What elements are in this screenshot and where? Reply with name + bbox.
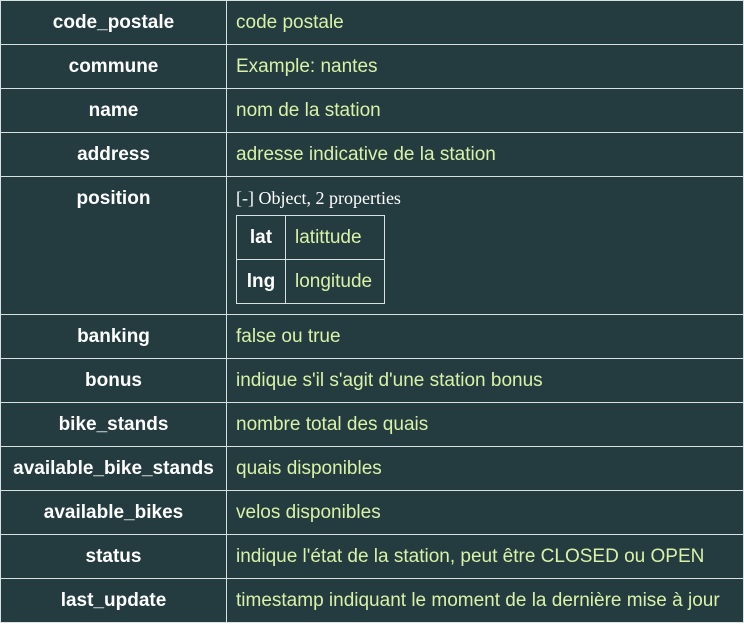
field-description: code postale bbox=[226, 0, 744, 45]
field-key: name bbox=[0, 88, 227, 133]
field-key: available_bikes bbox=[0, 490, 227, 535]
field-key: last_update bbox=[0, 578, 227, 623]
table-row: commune Example: nantes bbox=[0, 44, 744, 89]
table-row: bonus indique s'il s'agit d'une station … bbox=[0, 358, 744, 403]
table-row: address adresse indicative de la station bbox=[0, 132, 744, 177]
property-key: lat bbox=[236, 215, 286, 260]
field-description: nombre total des quais bbox=[226, 402, 744, 447]
field-key: banking bbox=[0, 314, 227, 359]
table-row: available_bikes velos disponibles bbox=[0, 490, 744, 535]
position-object-cell: [-] Object, 2 properties lat latittude l… bbox=[226, 176, 744, 315]
field-key: position bbox=[0, 176, 227, 315]
object-collapse-toggle[interactable]: [-] Object, 2 properties bbox=[236, 188, 401, 208]
field-description: indique l'état de la station, peut être … bbox=[226, 534, 744, 579]
field-description: adresse indicative de la station bbox=[226, 132, 744, 177]
field-key: available_bike_stands bbox=[0, 446, 227, 491]
property-description: longitude bbox=[285, 259, 385, 304]
field-description: timestamp indiquant le moment de la dern… bbox=[226, 578, 744, 623]
field-key: status bbox=[0, 534, 227, 579]
field-description: velos disponibles bbox=[226, 490, 744, 535]
position-properties-table: lat latittude lng longitude bbox=[236, 215, 385, 304]
field-description: nom de la station bbox=[226, 88, 744, 133]
table-row: lng longitude bbox=[236, 259, 385, 304]
field-key: commune bbox=[0, 44, 227, 89]
table-row: available_bike_stands quais disponibles bbox=[0, 446, 744, 491]
table-row: last_update timestamp indiquant le momen… bbox=[0, 578, 744, 623]
table-row: name nom de la station bbox=[0, 88, 744, 133]
table-row: lat latittude bbox=[236, 215, 385, 260]
table-row: status indique l'état de la station, peu… bbox=[0, 534, 744, 579]
field-key: code_postale bbox=[0, 0, 227, 45]
table-row: bike_stands nombre total des quais bbox=[0, 402, 744, 447]
field-key: bike_stands bbox=[0, 402, 227, 447]
field-description: indique s'il s'agit d'une station bonus bbox=[226, 358, 744, 403]
field-description: false ou true bbox=[226, 314, 744, 359]
field-key: address bbox=[0, 132, 227, 177]
property-description: latittude bbox=[285, 215, 385, 260]
table-row: code_postale code postale bbox=[0, 0, 744, 45]
field-key: bonus bbox=[0, 358, 227, 403]
property-key: lng bbox=[236, 259, 286, 304]
table-row-position: position [-] Object, 2 properties lat la… bbox=[0, 176, 744, 315]
table-row: banking false ou true bbox=[0, 314, 744, 359]
field-description: quais disponibles bbox=[226, 446, 744, 491]
field-description: Example: nantes bbox=[226, 44, 744, 89]
